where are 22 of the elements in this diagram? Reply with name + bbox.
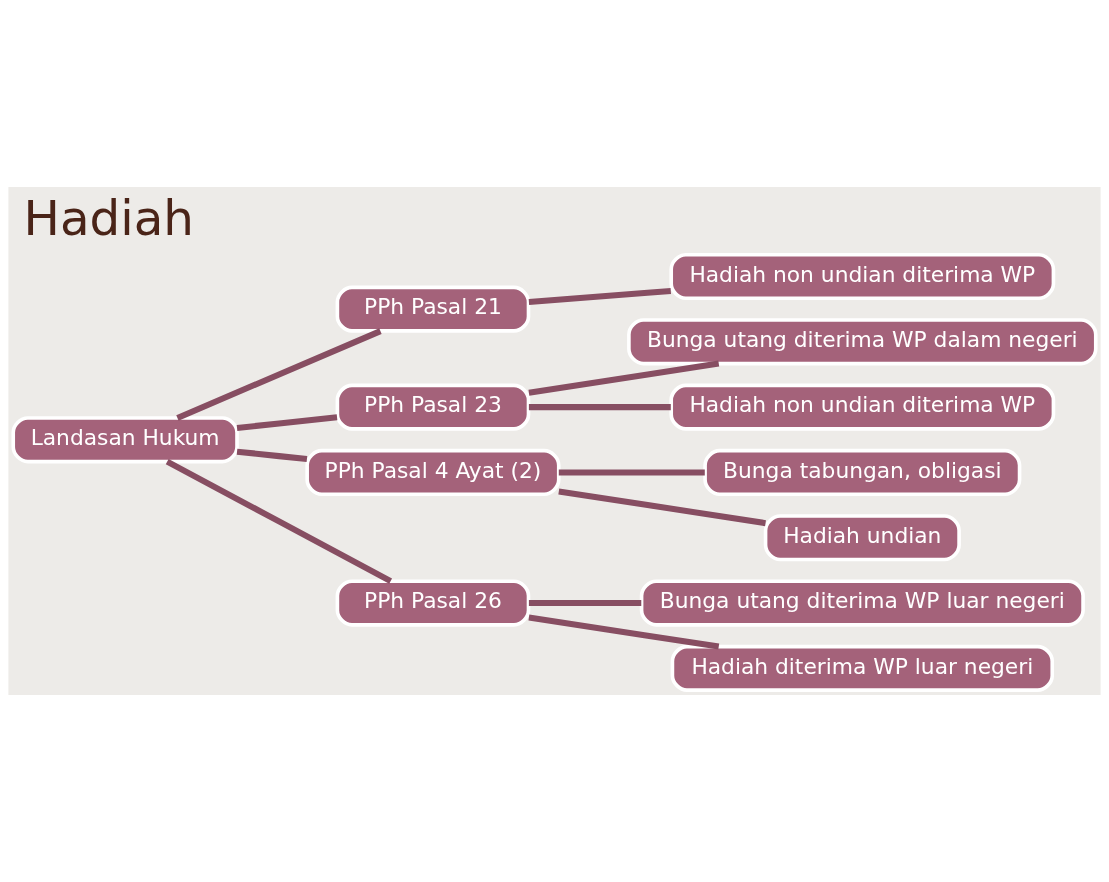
connector	[528, 288, 672, 305]
node-box: Hadiah undian	[763, 514, 961, 562]
node-box: PPh Pasal 23	[335, 383, 531, 431]
node-box: Hadiah diterima WP luar negeri	[670, 644, 1055, 692]
node-box: PPh Pasal 21	[335, 285, 531, 333]
node-box: Landasan Hukum	[11, 416, 239, 464]
connector	[558, 488, 766, 527]
connector	[528, 404, 671, 411]
node-box: Bunga utang diterima WP dalam negeri	[627, 318, 1098, 366]
connector	[528, 600, 642, 607]
connector	[558, 469, 705, 476]
connector	[236, 414, 338, 431]
node-box: PPh Pasal 26	[335, 579, 531, 627]
node-box: Bunga utang diterima WP luar negeri	[639, 579, 1085, 627]
connector	[165, 458, 393, 584]
node-box: PPh Pasal 4 Ayat (2)	[305, 448, 561, 497]
connector	[176, 328, 382, 421]
diagram-title: Hadiah	[23, 190, 195, 247]
node-box: Bunga tabungan, obligasi	[703, 448, 1022, 497]
node-box: Hadiah non undian diterima WP	[669, 252, 1056, 301]
node-box: Hadiah non undian diterima WP	[669, 383, 1056, 431]
connector	[236, 448, 308, 463]
